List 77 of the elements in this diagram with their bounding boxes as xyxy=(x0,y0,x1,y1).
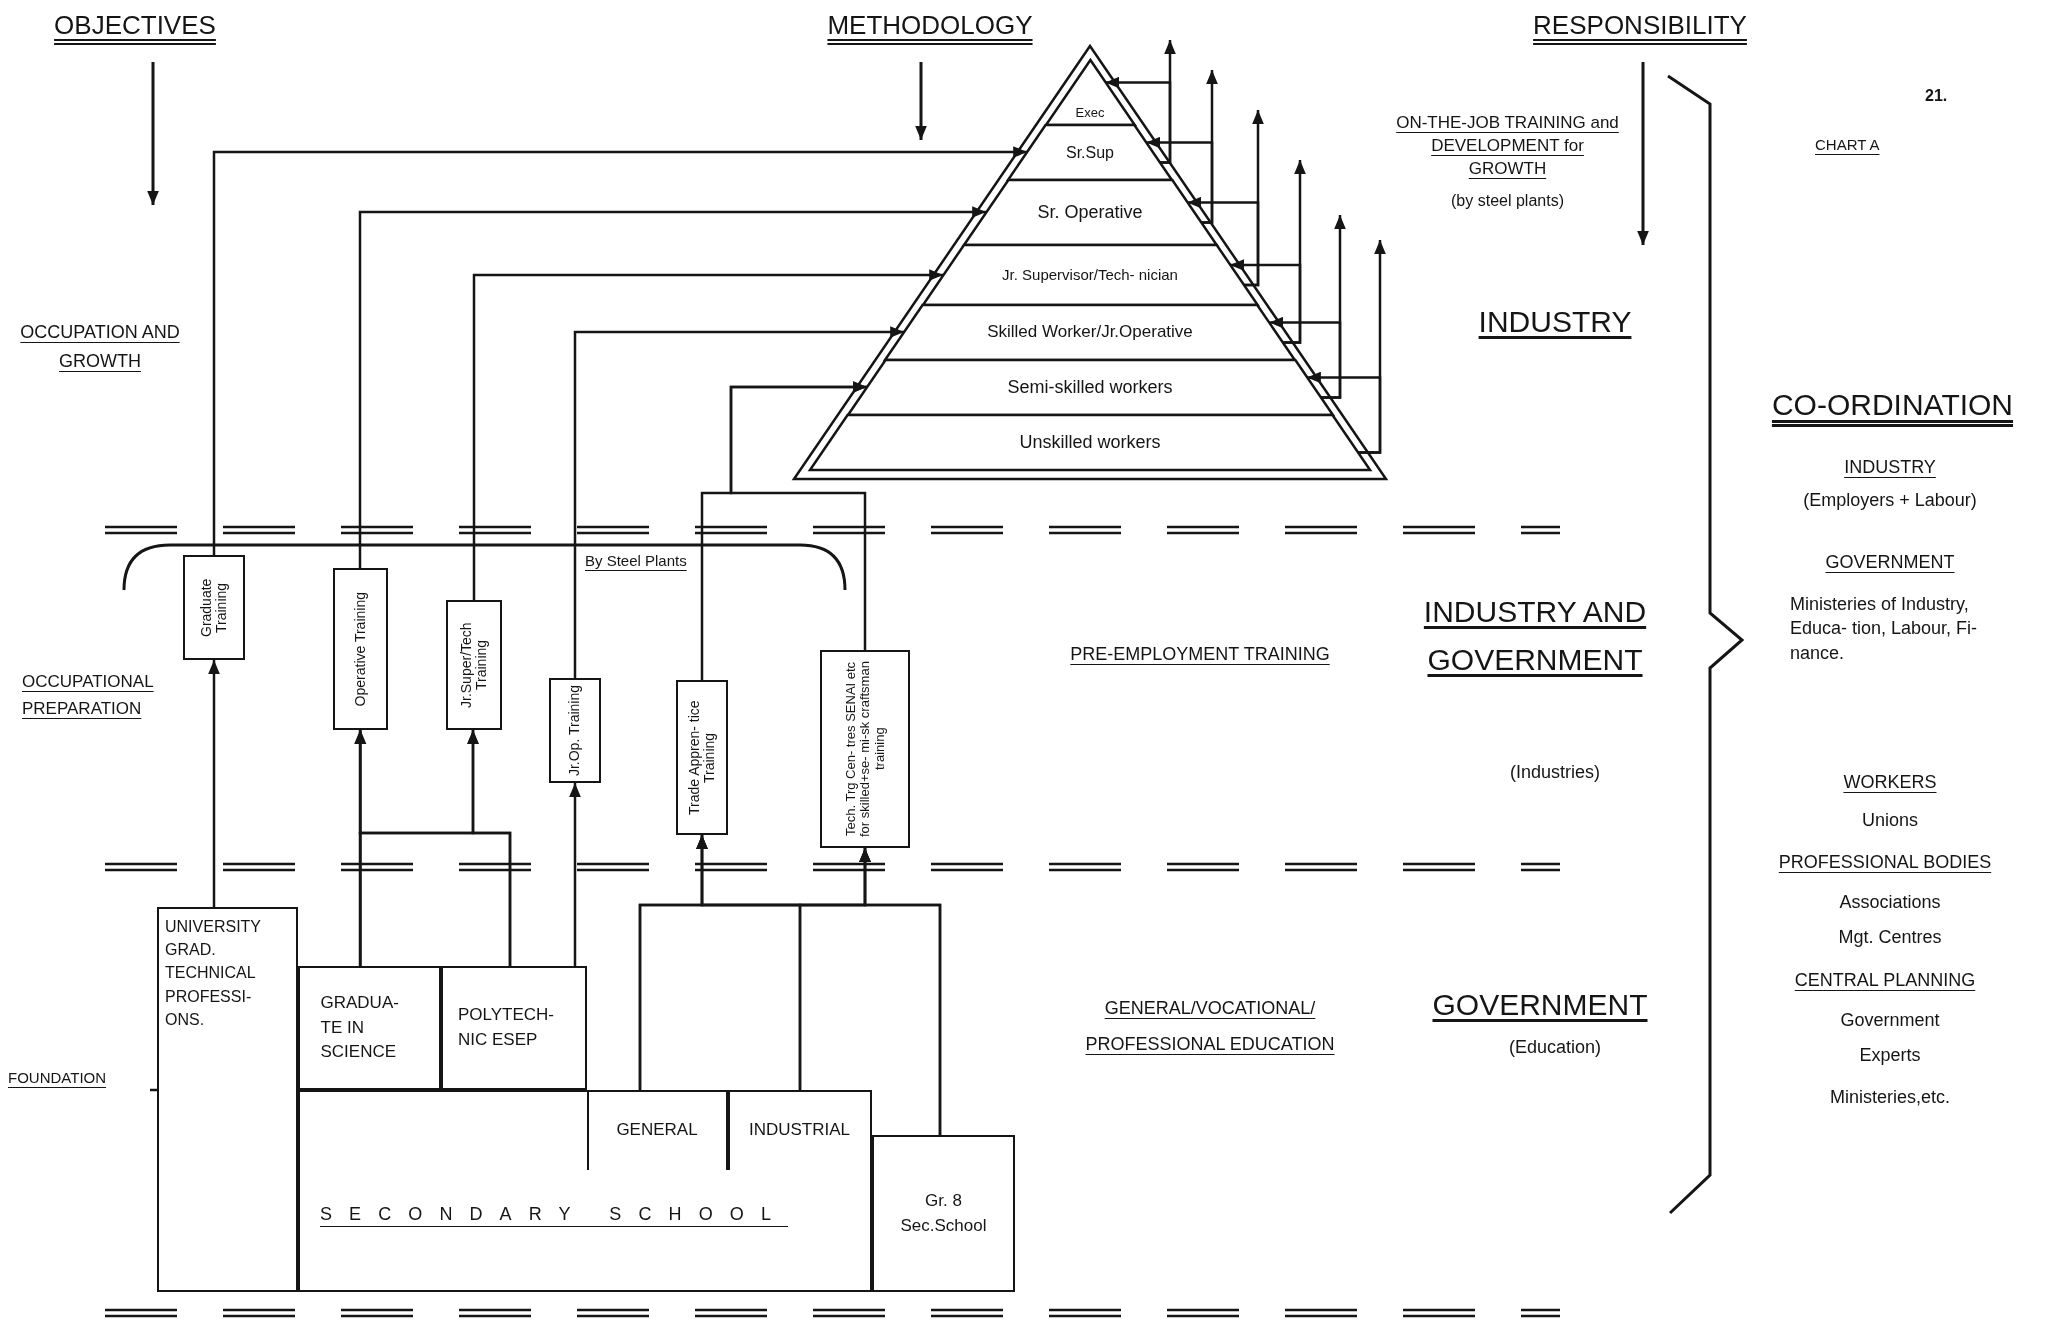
group-text: Government xyxy=(1839,1009,1941,1032)
training-box xyxy=(549,678,601,783)
column-heading: OBJECTIVES xyxy=(53,9,217,42)
column-heading: RESPONSIBILITY xyxy=(1532,9,1748,42)
level-label: OCCUPATIONAL PREPARATION xyxy=(22,671,155,721)
training-box xyxy=(676,680,728,835)
institution-box xyxy=(157,907,298,1292)
connector-arrow xyxy=(472,269,944,600)
box-label: Gr. 8 Sec.School xyxy=(899,1189,988,1237)
group-text: Unions xyxy=(1861,809,1919,832)
tier-label: Semi-skilled workers xyxy=(1007,377,1173,398)
group-text: (Employers + Labour) xyxy=(1802,489,1978,512)
group-text: Ministeries,etc. xyxy=(1828,1086,1951,1109)
connector-arrow xyxy=(573,326,905,678)
institution-box xyxy=(441,966,587,1090)
training-box xyxy=(333,568,388,730)
note-text: (by steel plants) xyxy=(1450,191,1565,211)
group-heading: GOVERNMENT xyxy=(1824,551,1956,574)
connector-arrow xyxy=(208,660,220,907)
connector-arrow xyxy=(212,146,1028,555)
box-label: Jr.Super/Tech Training xyxy=(458,621,490,710)
group-heading: INDUSTRY xyxy=(1843,456,1937,479)
connector-arrow xyxy=(1160,40,1176,164)
heading-text: ON-THE-JOB TRAINING and DEVELOPMENT for GROWTH xyxy=(1395,112,1620,180)
tier-label: Jr. Supervisor/Tech- nician xyxy=(1002,266,1178,284)
box-label: Tech. Trg Cen- tres SENAI etc for skilled+se- mi-sk craftsman training xyxy=(843,660,887,839)
connector-arrow xyxy=(467,730,512,966)
tier-label: Skilled Worker/Jr.Operative xyxy=(987,323,1193,342)
column-heading: CO-ORDINATION xyxy=(1770,387,2015,423)
box-label: POLYTECH- NIC ESEP xyxy=(458,1004,556,1051)
connector-arrow xyxy=(569,783,581,966)
level-label: OCCUPATION AND GROWTH xyxy=(20,321,180,373)
group-heading: CENTRAL PLANNING xyxy=(1793,969,1977,992)
column-label: GENERAL xyxy=(616,1119,698,1140)
group-heading: PROFESSIONAL BODIES xyxy=(1777,851,1993,874)
training-box xyxy=(446,600,502,730)
tier-label: Unskilled workers xyxy=(1019,432,1161,453)
box-label: UNIVERSITY GRAD. TECHNICAL PROFESSI- ONS. xyxy=(165,917,262,1030)
box-label: Trade Appren- tice Training xyxy=(686,699,718,817)
note-text: (Industries) xyxy=(1509,761,1601,784)
training-box xyxy=(820,650,910,848)
tier-label: Sr.Sup xyxy=(1065,143,1114,162)
box-label: GRADUA- TE IN SCIENCE xyxy=(320,992,400,1064)
group-heading: WORKERS xyxy=(1842,771,1938,794)
column-label: INDUSTRIAL xyxy=(748,1119,851,1140)
institution-box xyxy=(872,1135,1015,1292)
bracket-label: By Steel Plants xyxy=(585,551,688,571)
tier-label: Exec xyxy=(1075,105,1105,120)
connector-arrow xyxy=(859,848,942,1135)
chart-label: CHART A xyxy=(1815,135,1881,155)
school-block xyxy=(298,1090,872,1292)
tier-label: Sr. Operative xyxy=(1037,202,1143,223)
box-label: SECONDARY SCHOOL xyxy=(320,1204,788,1225)
page-number: 21. xyxy=(1925,86,1949,106)
institution-box xyxy=(298,966,441,1090)
responsibility-label: INDUSTRY xyxy=(1477,304,1633,340)
group-text: Ministeries of Industry, Educa- tion, Labour, Fi- nance. xyxy=(1790,593,1979,665)
group-text: Experts xyxy=(1858,1044,1922,1067)
box-label: Operative Training xyxy=(352,591,369,707)
connector-arrow xyxy=(729,381,867,650)
group-text: Mgt. Centres xyxy=(1837,926,1943,949)
training-box xyxy=(183,555,245,660)
responsibility-label: GOVERNMENT xyxy=(1431,987,1649,1023)
connector-arrow xyxy=(1358,240,1386,454)
note-text: (Education) xyxy=(1507,1036,1603,1059)
box-label: Jr.Op. Training xyxy=(567,684,583,776)
school-stream-column xyxy=(586,1089,728,1170)
stage-label: GENERAL/VOCATIONAL/ PROFESSIONAL EDUCATION xyxy=(1084,997,1336,1056)
connector-arrow xyxy=(358,206,987,568)
stage-label: PRE-EMPLOYMENT TRAINING xyxy=(1070,643,1330,666)
group-text: Associations xyxy=(1838,891,1942,914)
connector-arrow xyxy=(1201,70,1218,224)
connector-arrow xyxy=(1243,110,1264,287)
column-heading: METHODOLOGY xyxy=(826,9,1034,42)
box-label: Graduate Training xyxy=(198,577,230,639)
level-label: FOUNDATION xyxy=(8,1068,108,1088)
responsibility-label: INDUSTRY AND GOVERNMENT xyxy=(1422,594,1648,678)
